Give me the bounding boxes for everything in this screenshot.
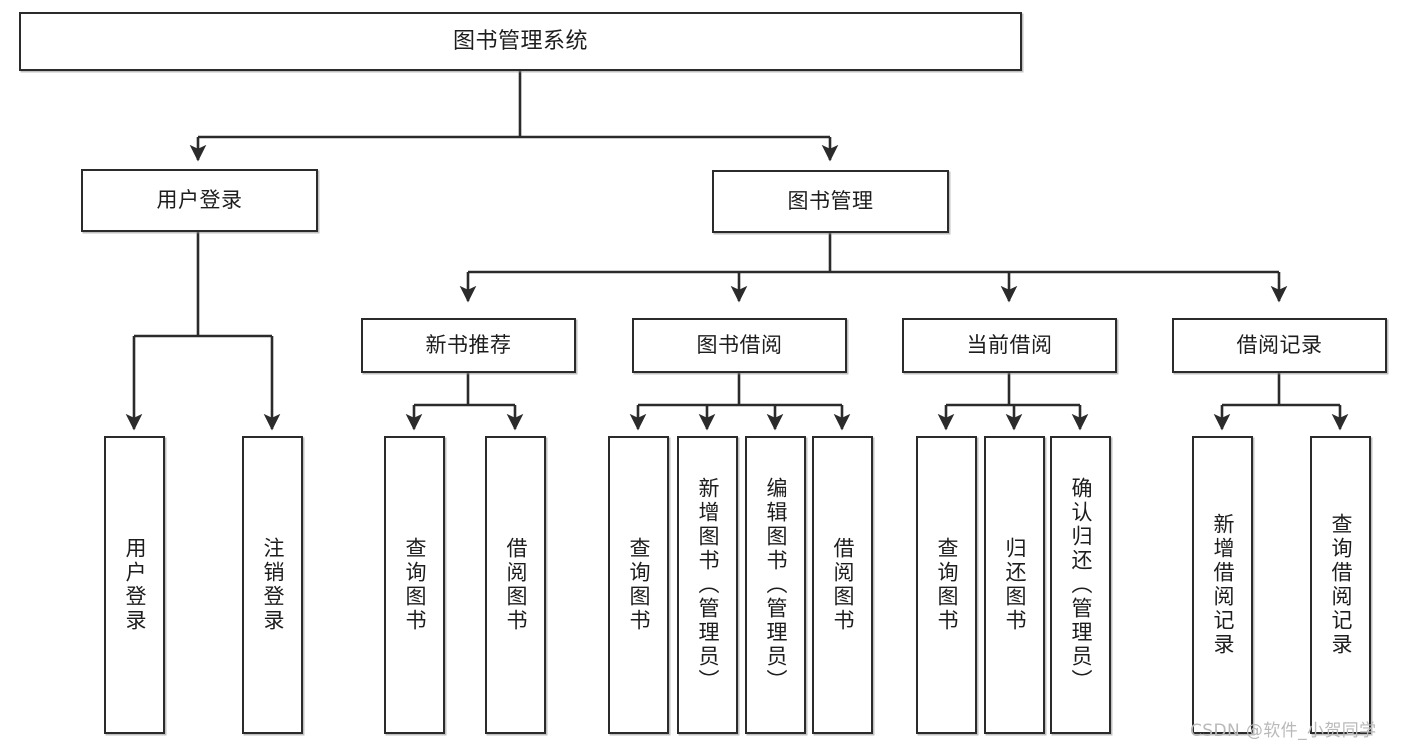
node-book-borrow[interactable]: 图书借阅 — [632, 318, 847, 373]
leaf-add-borrow-record[interactable]: 新增借阅记录 — [1192, 436, 1253, 734]
node-label: 借阅图书 — [830, 537, 855, 633]
leaf-query-book-borrow[interactable]: 查询图书 — [608, 436, 669, 734]
node-root-system[interactable]: 图书管理系统 — [19, 12, 1022, 71]
node-label: 用户登录 — [156, 188, 243, 213]
node-label: 当前借阅 — [966, 333, 1053, 358]
node-current-borrow[interactable]: 当前借阅 — [902, 318, 1117, 373]
node-label: 查询图书 — [402, 537, 427, 633]
node-label: 图书借阅 — [696, 333, 783, 358]
node-label: 图书管理 — [787, 189, 874, 214]
leaf-borrow-book[interactable]: 借阅图书 — [812, 436, 873, 734]
node-label: 确认归还（管理员） — [1068, 477, 1093, 693]
node-label: 归还图书 — [1002, 537, 1027, 633]
node-label: 查询借阅记录 — [1328, 513, 1353, 657]
leaf-logout-login[interactable]: 注销登录 — [242, 436, 303, 734]
watermark-text: CSDN @软件_小贺同学 — [1190, 721, 1377, 741]
node-user-login[interactable]: 用户登录 — [81, 169, 318, 232]
node-new-book-recommend[interactable]: 新书推荐 — [361, 318, 576, 373]
leaf-confirm-return-admin[interactable]: 确认归还（管理员） — [1050, 436, 1111, 734]
node-label: 注销登录 — [260, 537, 285, 633]
leaf-add-book-admin[interactable]: 新增图书（管理员） — [677, 436, 738, 734]
leaf-borrow-book-recommend[interactable]: 借阅图书 — [485, 436, 546, 734]
node-label: 图书管理系统 — [452, 28, 588, 54]
node-label: 借阅记录 — [1236, 333, 1323, 358]
leaf-user-login[interactable]: 用户登录 — [104, 436, 165, 734]
node-label: 编辑图书（管理员） — [763, 477, 788, 693]
leaf-return-book[interactable]: 归还图书 — [984, 436, 1045, 734]
leaf-edit-book-admin[interactable]: 编辑图书（管理员） — [745, 436, 806, 734]
node-label: 新增借阅记录 — [1210, 513, 1235, 657]
leaf-query-book-current[interactable]: 查询图书 — [916, 436, 977, 734]
node-label: 查询图书 — [934, 537, 959, 633]
node-borrow-record[interactable]: 借阅记录 — [1172, 318, 1387, 373]
leaf-query-book-recommend[interactable]: 查询图书 — [384, 436, 445, 734]
node-label: 用户登录 — [122, 537, 147, 633]
leaf-query-borrow-record[interactable]: 查询借阅记录 — [1310, 436, 1371, 734]
node-label: 新书推荐 — [425, 333, 512, 358]
node-book-management[interactable]: 图书管理 — [712, 170, 949, 233]
node-label: 查询图书 — [626, 537, 651, 633]
node-label: 借阅图书 — [503, 537, 528, 633]
node-label: 新增图书（管理员） — [695, 477, 720, 693]
